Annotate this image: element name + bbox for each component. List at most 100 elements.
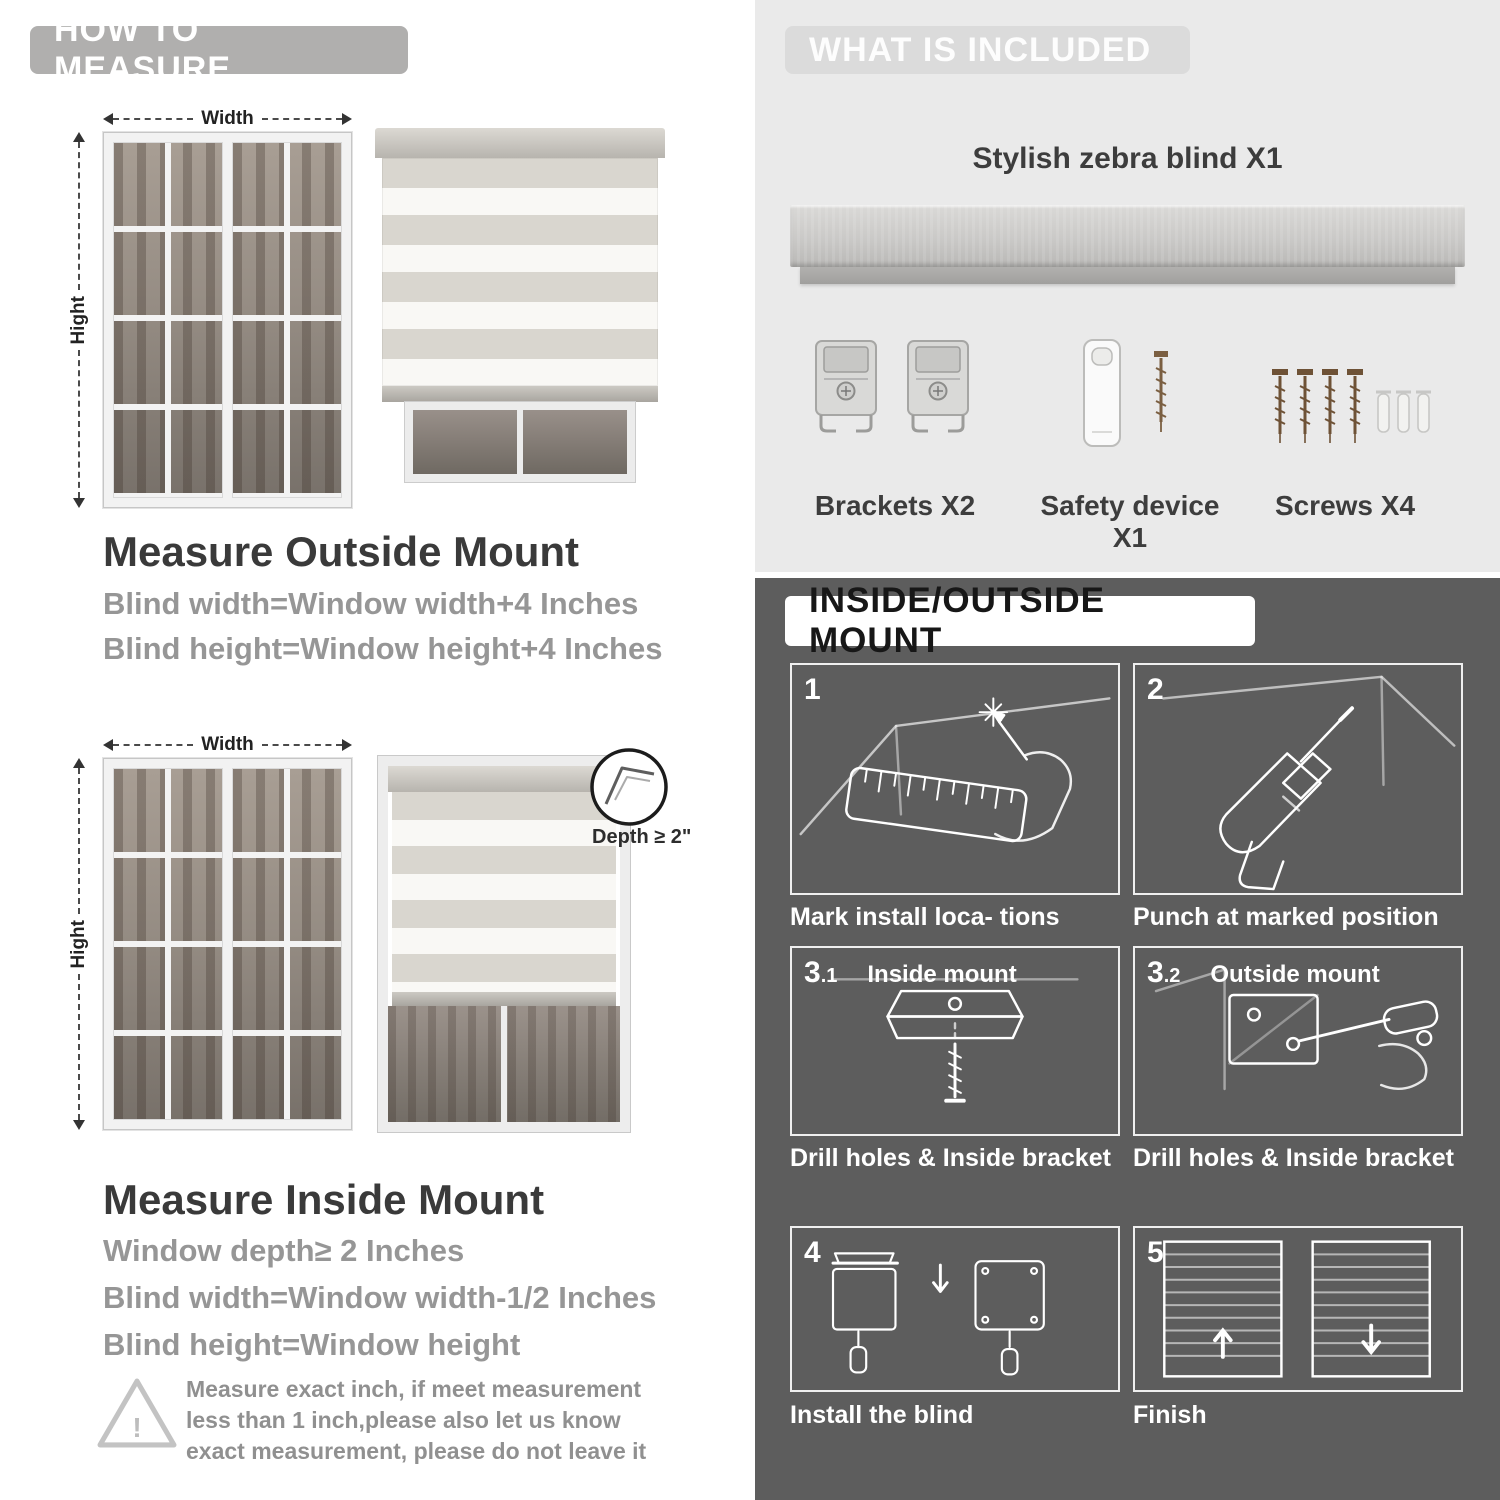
step-2-panel: 2 bbox=[1133, 663, 1463, 895]
brackets-label: Brackets X2 bbox=[814, 490, 976, 521]
dash-line bbox=[261, 118, 342, 120]
inside-mount-line: Blind width=Window width-1/2 Inches bbox=[103, 1280, 657, 1315]
step-number-text: 3 bbox=[804, 956, 821, 989]
zebra-blind-inside-illustration bbox=[377, 755, 631, 1133]
window-mullion bbox=[223, 142, 232, 498]
blind-bottom-rail bbox=[392, 992, 616, 1006]
warning-exclamation: ! bbox=[132, 1412, 142, 1443]
width-arrow: Width bbox=[103, 108, 352, 130]
zebra-blind-outside-illustration bbox=[375, 128, 665, 483]
blind-cassette bbox=[375, 128, 665, 158]
screws-label: Screws X4 bbox=[1274, 490, 1416, 521]
blind-item-label: Stylish zebra blind X1 bbox=[972, 142, 1283, 175]
step-2-caption: Punch at marked position bbox=[1133, 903, 1439, 931]
step-number: 2 bbox=[1147, 673, 1194, 707]
height-arrow: Hight bbox=[68, 132, 90, 509]
arrowhead-up bbox=[73, 132, 85, 142]
step-number-sub: .2 bbox=[1163, 965, 1181, 987]
what-is-included-section: WHAT IS INCLUDED Stylish zebra blind X1 bbox=[755, 0, 1500, 572]
step-4-illustration bbox=[831, 1252, 1045, 1376]
window-illustration bbox=[103, 132, 352, 508]
step-tag: Outside mount bbox=[1210, 961, 1380, 988]
step-5-panel: 5 bbox=[1133, 1226, 1463, 1392]
step-1-panel: 1 bbox=[790, 663, 1120, 895]
headrail-lip bbox=[800, 267, 1455, 284]
zebra-blind-headrail-image bbox=[790, 205, 1465, 284]
mount-section-header: INSIDE/OUTSIDE MOUNT bbox=[785, 581, 1255, 660]
step-1-illustration bbox=[799, 697, 1111, 843]
step-4-caption: Install the blind bbox=[790, 1401, 974, 1429]
width-label: Width bbox=[201, 108, 254, 129]
step-number-text: 1 bbox=[804, 673, 821, 706]
step-5-caption: Finish bbox=[1133, 1401, 1207, 1429]
arrowhead-down bbox=[73, 1120, 85, 1131]
dash-line bbox=[113, 744, 194, 746]
step-3-1-illustration bbox=[831, 978, 1079, 1103]
arrowhead-down bbox=[73, 498, 85, 509]
window-below-blind bbox=[404, 401, 636, 483]
blind-bottom-rail bbox=[382, 386, 658, 402]
step-number-text: 2 bbox=[1147, 673, 1164, 706]
mount-instructions-section: INSIDE/OUTSIDE MOUNT 1 bbox=[755, 578, 1500, 1500]
window-illustration bbox=[103, 758, 352, 1130]
dash-line bbox=[261, 744, 342, 746]
arrowhead-left bbox=[103, 739, 113, 751]
outside-mount-line: Blind width=Window width+4 Inches bbox=[103, 586, 639, 621]
depth-magnifier-icon bbox=[588, 746, 670, 833]
window-mullion bbox=[223, 768, 232, 1120]
blind-shade-stripes bbox=[392, 792, 616, 992]
step-number-text: 4 bbox=[804, 1236, 821, 1269]
step-1-caption: Mark install loca- tions bbox=[790, 903, 1060, 931]
step-number: 1 bbox=[804, 673, 851, 707]
how-to-measure-header: HOW TO MEASURE bbox=[30, 11, 408, 88]
headrail-top bbox=[790, 205, 1465, 267]
height-label: Hight bbox=[68, 295, 89, 345]
step-number-text: 5 bbox=[1147, 1236, 1164, 1269]
window-sash bbox=[113, 768, 223, 1120]
dash-line bbox=[78, 142, 80, 290]
inside-mount-line: Window depth≥ 2 Inches bbox=[103, 1233, 465, 1268]
depth-label: Depth ≥ 2" bbox=[592, 826, 692, 848]
brackets-icon bbox=[810, 338, 974, 434]
warning-triangle-icon: ! bbox=[95, 1374, 179, 1454]
step-number: 5 bbox=[1147, 1236, 1194, 1270]
height-arrow: Hight bbox=[68, 758, 90, 1131]
screws-icon bbox=[1260, 360, 1435, 465]
safety-device-icon bbox=[1070, 336, 1200, 459]
dash-line bbox=[78, 350, 80, 499]
step-2-illustration bbox=[1162, 675, 1456, 891]
inside-mount-line: Blind height=Window height bbox=[103, 1327, 521, 1362]
dash-line bbox=[78, 768, 80, 914]
step-number-text: 3 bbox=[1147, 956, 1164, 989]
warning-text: Measure exact inch, if meet measurement … bbox=[186, 1376, 647, 1465]
arrowhead-left bbox=[103, 113, 113, 125]
window-sash bbox=[232, 768, 342, 1120]
step-tag: Inside mount bbox=[867, 961, 1017, 988]
step-number: 4 bbox=[804, 1236, 851, 1270]
inside-mount-title: Measure Inside Mount bbox=[103, 1176, 545, 1223]
window-sash bbox=[232, 142, 342, 498]
step-3-2-caption: Drill holes & Inside bracket bbox=[1133, 1144, 1454, 1172]
arrowhead-right bbox=[342, 113, 352, 125]
dash-line bbox=[113, 118, 194, 120]
window-sash bbox=[113, 142, 223, 498]
outside-mount-title: Measure Outside Mount bbox=[103, 528, 580, 575]
width-label: Width bbox=[201, 734, 254, 755]
outside-mount-line: Blind height=Window height+4 Inches bbox=[103, 631, 663, 666]
step-number-sub: .1 bbox=[820, 965, 838, 987]
step-4-panel: 4 bbox=[790, 1226, 1120, 1392]
step-number: 3 .2 Outside mount bbox=[1147, 956, 1380, 990]
window-glass-below-blind bbox=[388, 1006, 620, 1122]
step-5-illustration bbox=[1163, 1240, 1431, 1378]
width-arrow: Width bbox=[103, 734, 352, 756]
step-3-2-illustration bbox=[1154, 968, 1439, 1091]
step-3-1-caption: Drill holes & Inside bracket bbox=[790, 1144, 1111, 1172]
step-number: 3 .1 Inside mount bbox=[804, 956, 1017, 990]
step-3-2-panel: 3 .2 Outside mount bbox=[1133, 946, 1463, 1136]
what-is-included-header: WHAT IS INCLUDED bbox=[785, 26, 1190, 74]
arrowhead-up bbox=[73, 758, 85, 768]
dash-line bbox=[78, 974, 80, 1121]
blind-cassette bbox=[388, 766, 620, 792]
height-label: Hight bbox=[68, 919, 89, 969]
